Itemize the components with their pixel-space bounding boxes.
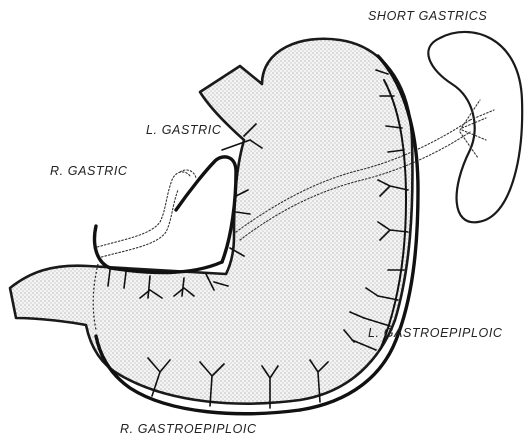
label-l-gastric: L. GASTRIC	[146, 123, 222, 137]
stomach-outline	[10, 39, 412, 404]
spleen	[428, 32, 522, 222]
label-r-gastric: R. GASTRIC	[50, 164, 128, 178]
label-l-gastroepiploic: L. GASTROEPIPLOIC	[368, 326, 503, 340]
label-r-gastroepiploic: R. GASTROEPIPLOIC	[120, 422, 257, 436]
r-gastric-dotted-3	[180, 170, 196, 178]
lesser-curvature-arcade	[95, 226, 222, 273]
label-short-gastrics: SHORT GASTRICS	[368, 9, 487, 23]
l-gastric-vessel	[176, 157, 236, 262]
